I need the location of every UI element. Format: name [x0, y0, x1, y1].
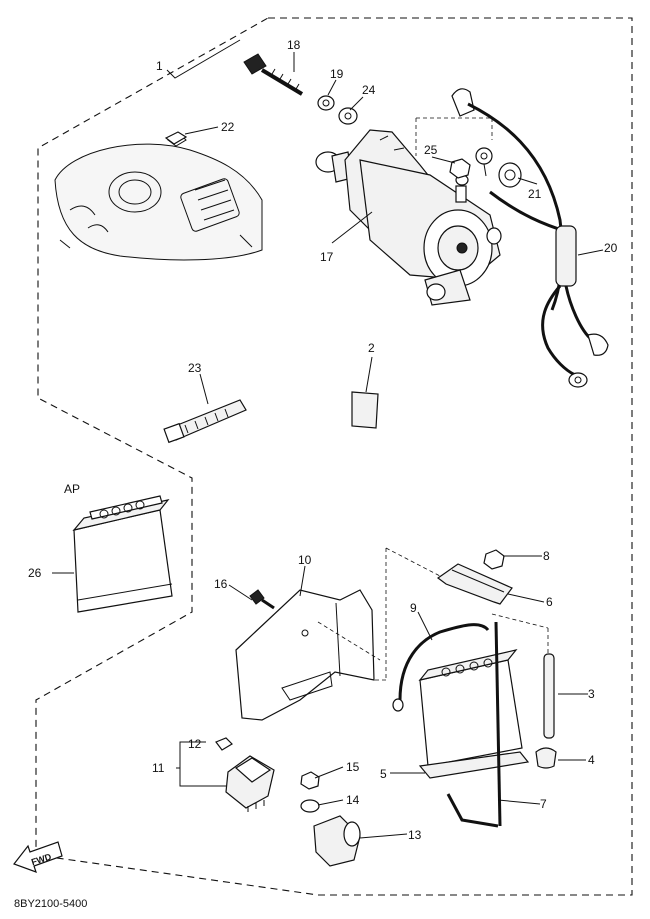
part-6-bracket [436, 563, 513, 605]
part-8-nut [483, 549, 505, 570]
part-10-cover [235, 589, 375, 721]
callout-24: 24 [362, 83, 376, 97]
part-18-bolt [243, 53, 304, 96]
part-19-hole [322, 99, 330, 107]
part-24-hole [344, 112, 352, 120]
part-9-terminal [392, 698, 404, 712]
callout-14: 14 [346, 793, 360, 807]
part-21-terminal-boot [498, 162, 522, 188]
part-15-nut [300, 771, 320, 790]
part-2-label-plate [351, 391, 379, 429]
ap-label: AP [64, 482, 80, 496]
callout-7: 7 [540, 797, 547, 811]
callout-18: 18 [287, 38, 301, 52]
callout-20: 20 [604, 241, 618, 255]
part-9-lead [398, 623, 490, 701]
callout-22: 22 [221, 120, 235, 134]
part-20-starter-cable [451, 88, 609, 388]
callout-13: 13 [408, 828, 422, 842]
part-4-grommet [535, 747, 557, 769]
callout-16: 16 [214, 577, 228, 591]
callout-15: 15 [346, 760, 360, 774]
part-11-relay [225, 755, 275, 812]
main-battery [418, 649, 523, 767]
part-24-washer [338, 107, 358, 125]
callout-21: 21 [528, 187, 542, 201]
callout-5: 5 [380, 767, 387, 781]
callout-6: 6 [546, 595, 553, 609]
callout-3: 3 [588, 687, 595, 701]
diagram-code: 8BY2100-5400 [14, 898, 87, 910]
callout-8: 8 [543, 549, 550, 563]
callout-10: 10 [298, 553, 312, 567]
part-25-nut [449, 158, 471, 179]
part-23-cable-tie [163, 399, 247, 444]
callout-23: 23 [188, 361, 202, 375]
part-6-edge [451, 569, 505, 593]
part-19-lock-washer [317, 95, 335, 111]
callout-1: 1 [156, 59, 163, 73]
callout-25: 25 [424, 143, 438, 157]
callout-2: 2 [368, 341, 375, 355]
callout-11: 11 [152, 761, 165, 775]
part-17-starter-motor [315, 129, 502, 306]
assembly-boundary [35, 17, 633, 896]
part-26-battery [72, 495, 173, 613]
callout-labels: 1 2 3 4 5 6 7 8 9 10 11 12 13 14 15 16 1… [28, 38, 618, 842]
part-5-tray [418, 751, 530, 779]
callout-4: 4 [588, 753, 595, 767]
callout-26: 26 [28, 566, 42, 580]
part-13-fuse-holder [313, 815, 361, 867]
part-12-clip [215, 737, 233, 751]
callout-9: 9 [410, 601, 417, 615]
part-14-washer [300, 799, 320, 813]
engine-block-illustration [54, 133, 263, 261]
part-3-strap [543, 653, 555, 739]
callout-12: 12 [188, 737, 202, 751]
leader-lines [52, 39, 604, 839]
part-7-rod [446, 621, 502, 828]
part-16-bolt [249, 589, 275, 610]
reference-dashed-lines [317, 117, 549, 681]
callout-17: 17 [320, 250, 334, 264]
forward-direction-arrow: FWD [13, 841, 63, 873]
part-22-clip [164, 131, 188, 145]
callout-19: 19 [330, 67, 344, 81]
